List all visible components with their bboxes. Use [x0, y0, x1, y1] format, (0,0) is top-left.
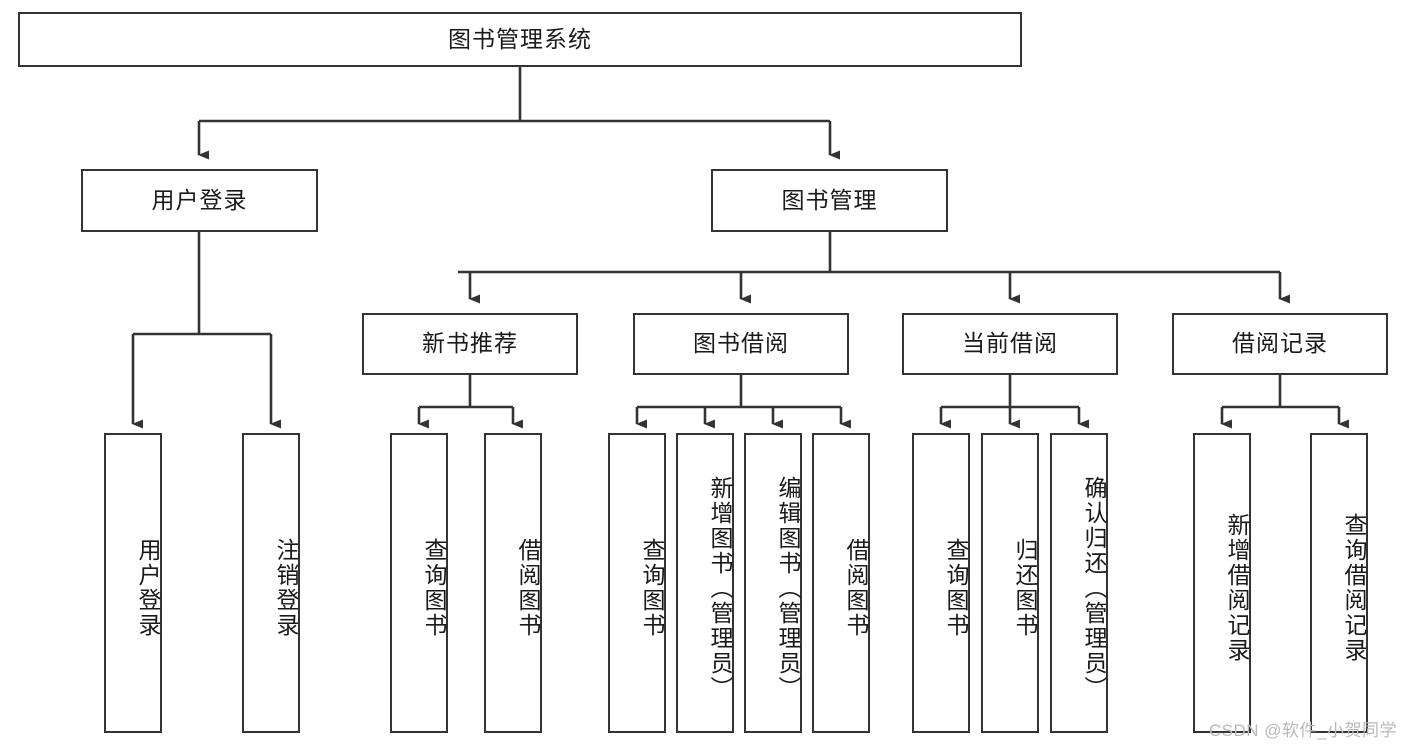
node-root-book-management-system[interactable]: 图书管理系统: [18, 12, 1022, 67]
node-label: 图书管理系统: [448, 25, 592, 52]
node-leaf-add-borrow-record[interactable]: 新增借阅记录: [1193, 433, 1251, 733]
node-label: 用户登录: [135, 538, 161, 638]
node-user-login[interactable]: 用户登录: [81, 169, 318, 232]
node-label: 查询图书: [639, 538, 665, 638]
node-label: 新增图书（管理员）: [707, 475, 733, 701]
node-label: 查询图书: [421, 538, 447, 638]
node-leaf-add-book[interactable]: 新增图书（管理员）: [676, 433, 734, 733]
node-label: 图书借阅: [693, 330, 789, 357]
node-leaf-confirm-return[interactable]: 确认归还（管理员）: [1050, 433, 1108, 733]
node-label: 确认归还（管理员）: [1081, 475, 1107, 701]
node-label: 用户登录: [151, 186, 248, 213]
node-leaf-query-borrow-record[interactable]: 查询借阅记录: [1310, 433, 1368, 733]
node-label: 借阅图书: [843, 538, 869, 638]
node-leaf-user-login[interactable]: 用户登录: [104, 433, 162, 733]
node-leaf-edit-book[interactable]: 编辑图书（管理员）: [744, 433, 802, 733]
node-leaf-logout-login[interactable]: 注销登录: [242, 433, 300, 733]
node-label: 图书管理: [781, 186, 878, 213]
node-leaf-query-book-borrow[interactable]: 查询图书: [608, 433, 666, 733]
node-leaf-borrow-book[interactable]: 借阅图书: [812, 433, 870, 733]
node-book-borrow[interactable]: 图书借阅: [633, 313, 849, 375]
node-label: 归还图书: [1012, 538, 1038, 638]
node-borrow-record[interactable]: 借阅记录: [1172, 313, 1388, 375]
node-new-book-recommend[interactable]: 新书推荐: [362, 313, 578, 375]
node-leaf-return-book[interactable]: 归还图书: [981, 433, 1039, 733]
node-label: 当前借阅: [962, 330, 1058, 357]
node-label: 借阅图书: [515, 538, 541, 638]
csdn-watermark: CSDN @软件_小贺同学: [1208, 721, 1397, 740]
node-label: 新书推荐: [422, 330, 518, 357]
node-label: 查询图书: [943, 538, 969, 638]
node-label: 新增借阅记录: [1224, 513, 1250, 663]
node-leaf-borrow-book-recommend[interactable]: 借阅图书: [484, 433, 542, 733]
node-label: 注销登录: [273, 538, 299, 638]
node-label: 编辑图书（管理员）: [775, 475, 801, 701]
node-label: 借阅记录: [1232, 330, 1328, 357]
node-label: 查询借阅记录: [1341, 513, 1367, 663]
node-leaf-query-book-current[interactable]: 查询图书: [912, 433, 970, 733]
node-current-borrow[interactable]: 当前借阅: [902, 313, 1118, 375]
node-book-management[interactable]: 图书管理: [711, 169, 948, 232]
node-leaf-query-book-recommend[interactable]: 查询图书: [390, 433, 448, 733]
